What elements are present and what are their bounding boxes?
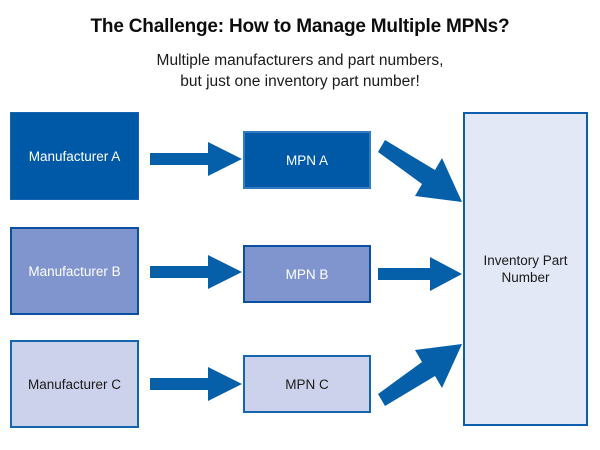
mpn-b-label: MPN B bbox=[285, 266, 329, 282]
mpn-c-label: MPN C bbox=[285, 376, 329, 392]
mpn-a-box[interactable]: MPN A bbox=[243, 131, 371, 189]
inventory-label-line-1: Inventory Part bbox=[483, 253, 568, 268]
subtitle-line-2: but just one inventory part number! bbox=[180, 73, 420, 90]
page-subtitle: Multiple manufacturers and part numbers,… bbox=[0, 50, 600, 92]
manufacturer-a-label: Manufacturer A bbox=[28, 148, 121, 164]
mpn-a-label: MPN A bbox=[285, 152, 328, 168]
manufacturer-b-label: Manufacturer B bbox=[28, 263, 121, 279]
manufacturer-c-label: Manufacturer C bbox=[27, 376, 122, 392]
arrow-manufacturer-c-to-mpn-c bbox=[150, 367, 242, 401]
manufacturer-c-box[interactable]: Manufacturer C bbox=[10, 340, 139, 428]
inventory-label: Inventory Part Number bbox=[483, 252, 567, 286]
arrow-mpn-a-to-inventory bbox=[378, 140, 462, 202]
mpn-c-box[interactable]: MPN C bbox=[243, 355, 371, 413]
manufacturer-b-box[interactable]: Manufacturer B bbox=[10, 227, 139, 315]
manufacturer-a-box[interactable]: Manufacturer A bbox=[10, 112, 139, 200]
inventory-part-number-box[interactable]: Inventory Part Number bbox=[463, 112, 588, 426]
arrow-manufacturer-b-to-mpn-b bbox=[150, 255, 242, 289]
arrow-manufacturer-a-to-mpn-a bbox=[150, 142, 242, 176]
arrow-mpn-b-to-inventory bbox=[378, 257, 462, 291]
inventory-label-line-2: Number bbox=[501, 270, 550, 285]
subtitle-line-1: Multiple manufacturers and part numbers, bbox=[156, 52, 444, 69]
mpn-b-box[interactable]: MPN B bbox=[243, 245, 371, 303]
arrow-mpn-c-to-inventory bbox=[378, 344, 462, 406]
page-title: The Challenge: How to Manage Multiple MP… bbox=[90, 16, 510, 37]
